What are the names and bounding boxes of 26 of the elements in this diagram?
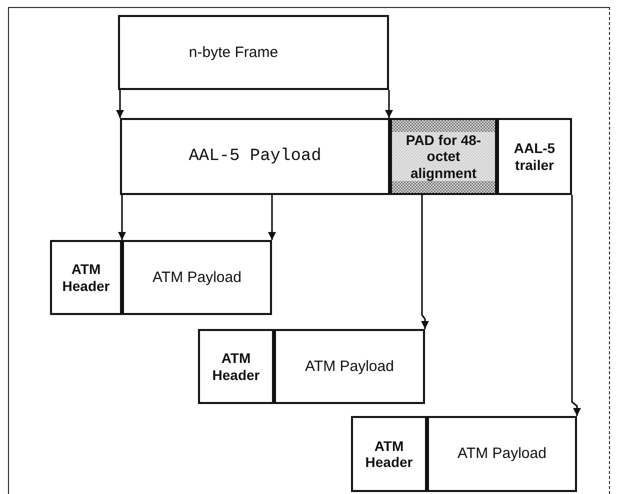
- field-label: ATM Header: [364, 438, 414, 470]
- field-label: ATM Payload: [305, 358, 394, 376]
- field-box: [118, 15, 389, 90]
- field-label: PAD for 48-octet alignment: [392, 132, 495, 181]
- field-label: ATM Payload: [152, 268, 242, 286]
- field-label: AAL-5 trailer: [512, 140, 556, 173]
- field-label: ATM Header: [211, 350, 261, 383]
- field-box: [122, 240, 272, 315]
- field-box: [274, 329, 425, 404]
- field-label: ATM Payload: [458, 445, 546, 463]
- arrow: [385, 90, 393, 118]
- arrow: [116, 90, 124, 118]
- field-label: n-byte Frame: [188, 44, 278, 62]
- padding-field: [390, 118, 497, 195]
- arrow: [118, 195, 126, 240]
- field-box: [427, 416, 577, 492]
- arrow: [421, 195, 429, 329]
- field-box: [198, 329, 274, 404]
- field-box: [50, 240, 122, 315]
- field-box: [351, 416, 427, 492]
- field-box: [497, 118, 572, 195]
- arrow: [571, 195, 581, 416]
- field-box: [120, 118, 390, 195]
- field-label: AAL-5 Payload: [188, 146, 322, 166]
- field-label: ATM Header: [61, 261, 111, 294]
- arrow: [268, 195, 276, 240]
